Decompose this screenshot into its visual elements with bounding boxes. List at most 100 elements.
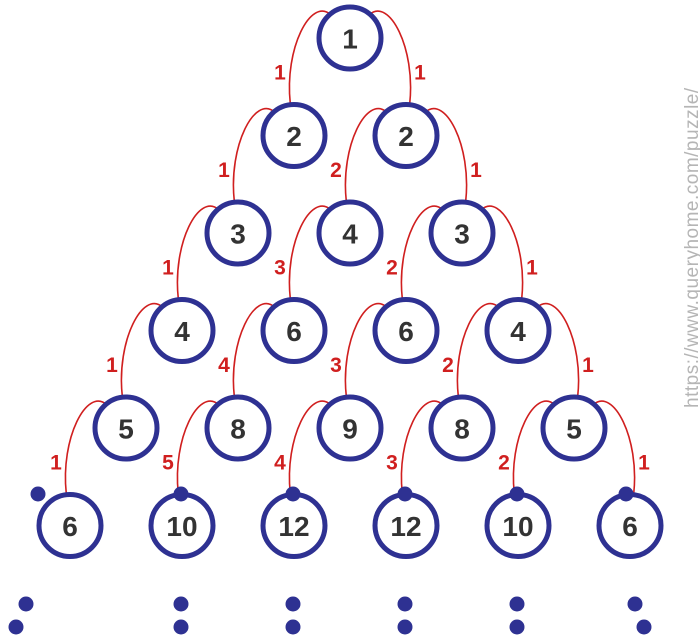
edge-arc — [64, 400, 108, 494]
edge-arc — [232, 302, 276, 397]
pyramid-node: 6 — [260, 297, 328, 364]
continuation-dot — [397, 619, 413, 635]
node-value: 12 — [278, 511, 309, 542]
pyramid-node: 1 — [316, 4, 384, 72]
edge-label: 1 — [638, 451, 650, 474]
node-value: 4 — [342, 219, 358, 250]
node-circle — [204, 199, 272, 267]
edge-label: 1 — [162, 256, 174, 279]
pyramid-node: 12 — [372, 492, 440, 559]
node-value: 2 — [286, 121, 302, 152]
continuation-dot — [509, 486, 525, 502]
edge-arc — [344, 107, 388, 202]
edge-arc — [512, 400, 556, 494]
pyramid-node: 12 — [260, 492, 328, 559]
pyramid-node: 4 — [484, 297, 552, 364]
node-value: 3 — [454, 219, 470, 250]
edge-arc — [536, 302, 580, 397]
edge-arc — [424, 107, 468, 202]
node-circle — [204, 394, 272, 462]
continuation-dot — [509, 619, 525, 635]
node-value: 1 — [342, 24, 358, 55]
edge-label: 3 — [386, 451, 398, 474]
edge-arc — [176, 400, 220, 494]
edge-arc — [288, 400, 332, 494]
edge-label: 4 — [218, 354, 230, 377]
node-circle — [260, 297, 328, 364]
node-circle — [148, 297, 216, 364]
edge-arc — [592, 400, 636, 494]
pyramid-node: 8 — [428, 394, 496, 462]
node-value: 12 — [390, 511, 421, 542]
pyramid-node: 3 — [204, 199, 272, 267]
continuation-dot — [397, 486, 413, 502]
edge-label: 1 — [470, 159, 482, 182]
pyramid-node: 9 — [316, 394, 384, 462]
continuation-dot — [173, 596, 189, 612]
edge-arc — [232, 107, 276, 202]
edge-arc — [288, 205, 332, 299]
continuation-dot — [618, 486, 634, 502]
edge-arc — [456, 302, 500, 397]
continuation-dot — [285, 486, 301, 502]
edge-arc — [120, 302, 164, 397]
edge-label: 2 — [386, 256, 398, 279]
continuation-dot — [30, 486, 46, 502]
pyramid-node: 2 — [372, 102, 440, 169]
node-circle — [316, 394, 384, 462]
node-value: 6 — [62, 511, 78, 542]
pyramid-node: 6 — [372, 297, 440, 364]
continuation-dot — [509, 596, 525, 612]
node-value: 5 — [118, 414, 134, 445]
continuation-dots — [8, 486, 652, 635]
continuation-dot — [627, 596, 643, 612]
node-value: 10 — [166, 511, 197, 542]
edge-label: 5 — [162, 451, 174, 474]
edge-label: 3 — [330, 354, 342, 377]
edge-label: 1 — [218, 159, 230, 182]
node-value: 2 — [398, 121, 414, 152]
pyramid-node: 6 — [596, 492, 664, 559]
node-circle — [260, 102, 328, 169]
pyramid-node: 10 — [148, 492, 216, 559]
edge-label: 3 — [274, 256, 286, 279]
node-value: 6 — [622, 511, 638, 542]
node-value: 3 — [230, 219, 246, 250]
pyramid-node: 5 — [540, 394, 608, 462]
continuation-dot — [18, 596, 34, 612]
continuation-dot — [397, 596, 413, 612]
watermark-url: https://www.queryhome.com/puzzle/ — [682, 87, 700, 408]
edge-arc — [344, 302, 388, 397]
continuation-dot — [285, 596, 301, 612]
node-circle — [372, 102, 440, 169]
edge-arc — [400, 400, 444, 494]
pyramid-node: 6 — [36, 492, 104, 559]
continuation-dot — [285, 619, 301, 635]
edge-arc — [480, 205, 524, 299]
pyramid-node: 2 — [260, 102, 328, 169]
node-value: 6 — [398, 316, 414, 347]
node-value: 5 — [566, 414, 582, 445]
node-value: 10 — [502, 511, 533, 542]
pyramid-node: 8 — [204, 394, 272, 462]
node-circle — [540, 394, 608, 462]
edge-label: 1 — [50, 451, 62, 474]
node-value: 4 — [510, 316, 526, 347]
node-circle — [428, 394, 496, 462]
node-circle — [428, 199, 496, 267]
edge-arc — [400, 205, 444, 299]
edge-label: 1 — [414, 61, 426, 84]
edge-label: 2 — [330, 159, 342, 182]
node-circle — [484, 297, 552, 364]
continuation-dot — [8, 619, 24, 635]
edge-arc — [368, 10, 412, 104]
node-circle — [372, 297, 440, 364]
pyramid-node: 4 — [148, 297, 216, 364]
pyramid-node: 3 — [428, 199, 496, 267]
edge-label: 1 — [526, 256, 538, 279]
edge-label: 1 — [274, 61, 286, 84]
node-value: 4 — [174, 316, 190, 347]
